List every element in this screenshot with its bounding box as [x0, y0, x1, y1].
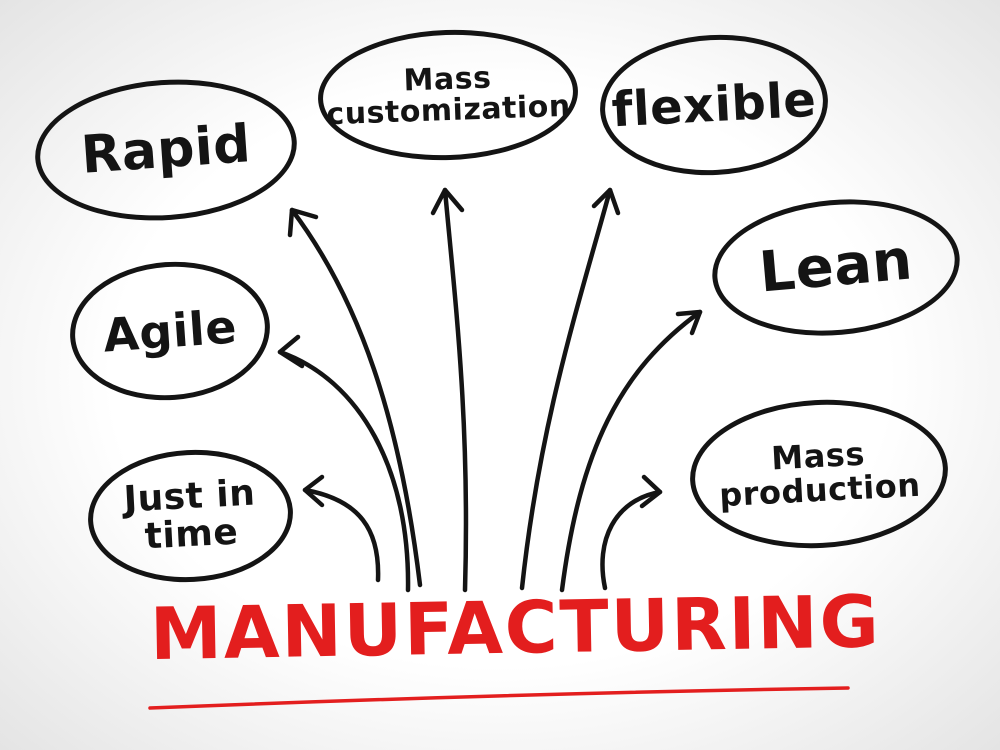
- arrowhead-agile-icon: [277, 334, 305, 369]
- arrowhead-mass-production-icon: [639, 474, 663, 509]
- arrow-to-agile: [277, 349, 411, 593]
- arrowhead-flexible-icon: [591, 187, 621, 216]
- arrowhead-lean-icon: [675, 309, 703, 336]
- arrow-to-lean: [559, 309, 703, 593]
- arrow-to-mass-customization: [442, 187, 469, 593]
- central-topic: MANUFACTURING: [149, 579, 882, 677]
- node-label: time: [143, 511, 240, 558]
- arrowhead-just-in-time-icon: [302, 474, 325, 508]
- arrowhead-mass-customization-icon: [430, 187, 465, 216]
- node-label: Lean: [756, 227, 916, 306]
- node-label: production: [718, 465, 922, 515]
- arrowhead-rapid-icon: [287, 207, 319, 238]
- arrow-to-flexible: [519, 187, 613, 591]
- arrow-to-mass-production: [600, 489, 663, 591]
- arrow-to-rapid: [289, 207, 423, 588]
- node-label: flexible: [610, 71, 818, 139]
- title-underline: [148, 686, 850, 710]
- arrow-to-just-in-time: [302, 487, 381, 583]
- node-label: customization: [325, 88, 572, 133]
- node-label: Rapid: [79, 113, 253, 186]
- node-label: Agile: [101, 299, 239, 363]
